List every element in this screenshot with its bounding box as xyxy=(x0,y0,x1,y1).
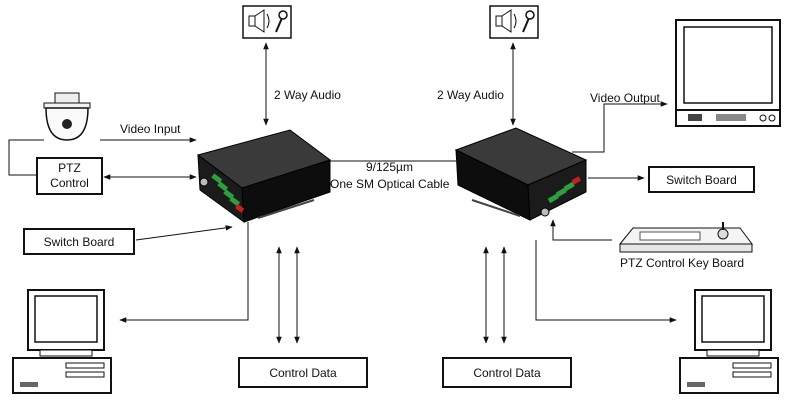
ptz-control-box: PTZ Control xyxy=(36,157,103,195)
ptz-control-line2: Control xyxy=(50,176,89,190)
fiber-receiver-icon xyxy=(454,127,588,221)
ptz-keyboard-label: PTZ Control Key Board xyxy=(620,256,745,270)
desktop-computer-icon xyxy=(12,289,112,394)
control-data-box-left: Control Data xyxy=(238,357,368,388)
ptz-control-keyboard-icon xyxy=(618,222,753,253)
ptz-control-line1: PTZ xyxy=(58,161,81,175)
video-output-label: Video Output xyxy=(590,91,660,105)
video-input-label: Video Input xyxy=(120,122,181,136)
connector-lines xyxy=(8,42,677,344)
switch-board-box-left: Switch Board xyxy=(23,228,135,255)
desktop-computer-icon xyxy=(679,289,779,394)
ptz-dome-camera-icon xyxy=(43,92,91,141)
fiber-transmitter-icon xyxy=(196,129,332,224)
switch-board-box-right: Switch Board xyxy=(648,166,755,193)
speaker-microphone-icon xyxy=(489,5,539,39)
cable-spec-label: 9/125µm xyxy=(366,160,413,174)
video-monitor-icon xyxy=(675,19,781,127)
cable-type-label: One SM Optical Cable xyxy=(330,177,450,191)
control-data-box-right: Control Data xyxy=(442,357,572,388)
audio-label-right: 2 Way Audio xyxy=(437,88,504,102)
audio-label-left: 2 Way Audio xyxy=(274,88,341,102)
speaker-microphone-icon xyxy=(242,5,292,39)
